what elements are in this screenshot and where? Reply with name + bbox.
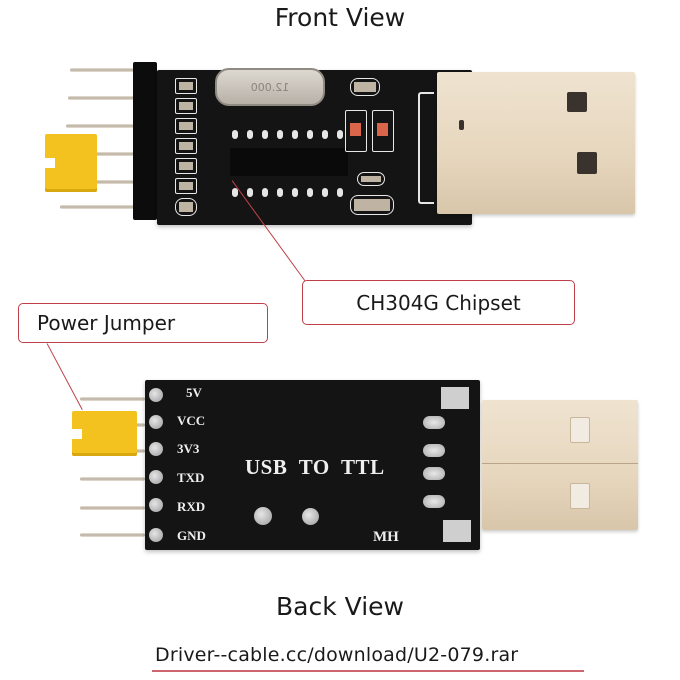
crystal-oscillator: 12.000 [215, 68, 325, 106]
usb-mount-pad [443, 520, 471, 542]
usb-shell-hole [459, 120, 464, 130]
usb-pads [418, 92, 434, 204]
chipset-callout-label: CH304G Chipset [356, 290, 521, 315]
header-pin [80, 506, 145, 510]
led-right [372, 110, 394, 152]
smd-resistor [175, 98, 197, 114]
pin-hole [149, 498, 163, 512]
pin-hole [149, 442, 163, 456]
pin-label-vcc: VCC [177, 413, 206, 428]
power-jumper-callout: Power Jumper [18, 303, 268, 343]
header-pin [80, 533, 145, 537]
front-view-title: Front View [274, 3, 406, 32]
pin-label-rxd: RXD [177, 499, 206, 514]
usb-shell-hole [567, 92, 587, 112]
usb-contact-pad [423, 416, 445, 429]
header-pin [80, 477, 145, 481]
pin-hole [149, 470, 163, 484]
pin-label-gnd: GND [177, 528, 206, 543]
usb-a-plug-front [437, 72, 635, 214]
smd-resistor [175, 178, 197, 194]
back-view-title: Back View [276, 592, 404, 621]
usb-a-plug-back [482, 400, 638, 530]
usb-to-ttl-silkscreen: USB TO TTL [245, 455, 385, 479]
header-pin [80, 397, 145, 401]
usb-contact-pad [423, 495, 445, 508]
pin-hole [149, 388, 163, 402]
usb-contact-pad [423, 444, 445, 457]
link-underline [152, 670, 584, 672]
header-pin [68, 96, 155, 100]
driver-download-link[interactable]: Driver--cable.cc/download/U2-079.rar [155, 644, 519, 666]
usb-shell-hole [570, 417, 590, 443]
usb-shell-hole [577, 152, 597, 174]
smd-resistor [175, 138, 197, 154]
usb-contact-pad [423, 467, 445, 480]
smd-resistor [175, 118, 197, 134]
header-pin [66, 124, 155, 128]
header-pin [70, 68, 155, 72]
smd-resistor [175, 158, 197, 174]
via-hole [254, 507, 272, 525]
header-pin [64, 152, 155, 156]
power-jumper-back [72, 411, 137, 456]
smd-capacitor [350, 195, 394, 215]
maker-mark: MH [373, 529, 399, 545]
via-hole [302, 508, 319, 525]
header-pin [60, 205, 155, 209]
smd-resistor [175, 78, 197, 94]
chipset-callout: CH304G Chipset [302, 280, 575, 325]
usb-seam [482, 463, 638, 464]
usb-mount-pad [441, 387, 469, 409]
power-jumper-callout-label: Power Jumper [37, 311, 176, 335]
crystal-marking: 12.000 [250, 80, 290, 94]
power-jumper-front [45, 134, 97, 192]
power-jumper-leader-line [46, 343, 83, 411]
pin-hole [149, 528, 163, 542]
smd-capacitor [350, 78, 380, 96]
pin-label-3v3: 3V3 [177, 441, 200, 456]
usb-shell-hole [570, 483, 590, 509]
pin-header [133, 62, 157, 220]
smd-capacitor [357, 172, 385, 186]
pin-hole [149, 415, 163, 429]
pin-label-5v: 5V [186, 385, 202, 400]
ch340-chip [230, 148, 348, 176]
header-pin [62, 180, 155, 184]
smd-capacitor [175, 198, 197, 216]
pin-label-txd: TXD [177, 470, 205, 485]
led-left [345, 110, 367, 152]
